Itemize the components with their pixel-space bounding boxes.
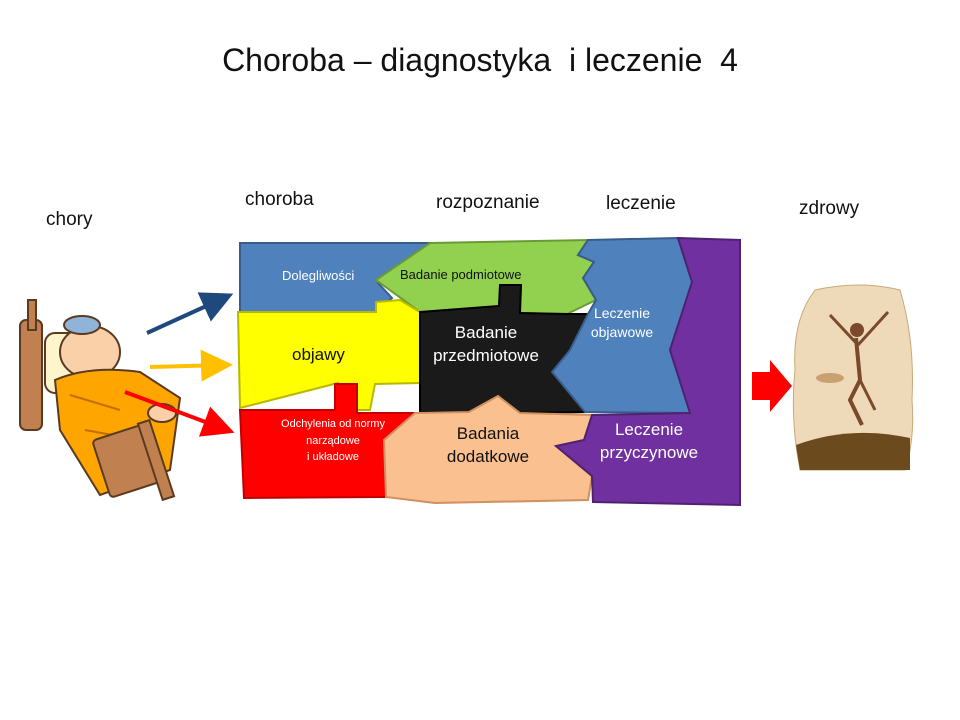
label-zdrowy: zdrowy: [799, 198, 860, 219]
label-dolegliwosci: Dolegliwości: [282, 268, 355, 283]
arrow-to-dolegliwosci: [146, 292, 234, 335]
label-leczenie-przyczynowe-line1: Leczenie: [614, 420, 684, 439]
label-leczenie: leczenie: [606, 193, 676, 214]
label-rozpoznanie: rozpoznanie: [436, 192, 540, 213]
label-leczenie-objawowe-line1: Leczenie: [593, 305, 651, 321]
piece-odchylenia: [238, 383, 418, 500]
label-badanie-podmiotowe: Badanie podmiotowe: [400, 267, 522, 282]
label-leczenie-przyczynowe-line2: przyczynowe: [599, 442, 699, 462]
label-badania-dodatkowe-line2: dodatkowe: [446, 446, 530, 466]
label-odchylenia-line1: Odchylenia od normy: [281, 418, 385, 430]
label-badania-dodatkowe: Badania dodatkowe: [420, 423, 556, 469]
piece-leczenie-przyczynowe: [553, 236, 741, 507]
label-leczenie-przyczynowe: Leczenie przyczynowe: [584, 419, 714, 465]
arrow-to-zdrowy: [752, 360, 792, 412]
label-leczenie-objawowe: Leczenie objawowe: [574, 304, 670, 342]
slide-title: Choroba – diagnostyka i leczenie 4: [222, 42, 738, 78]
label-odchylenia-line3: i układowe: [307, 451, 359, 463]
label-badanie-przedmiotowe-line2: przedmiotowe: [433, 345, 539, 365]
label-objawy: objawy: [292, 345, 345, 364]
healthy-person-illustration: [792, 284, 914, 471]
label-choroba: choroba: [245, 189, 314, 210]
arrow-to-odchylenia: [124, 390, 235, 437]
arrow-to-objawy: [149, 349, 233, 382]
label-badanie-przedmiotowe: Badanie przedmiotowe: [416, 322, 556, 368]
label-odchylenia-line2: narządowe: [306, 434, 360, 447]
label-badania-dodatkowe-line1: Badania: [456, 424, 520, 443]
label-odchylenia: Odchylenia od normy narządowe i układowe: [258, 416, 408, 466]
label-chory: chory: [46, 209, 93, 230]
label-leczenie-objawowe-line2: objawowe: [590, 323, 654, 340]
label-badanie-przedmiotowe-line1: Badanie: [454, 323, 518, 342]
piece-objawy: [236, 298, 421, 411]
